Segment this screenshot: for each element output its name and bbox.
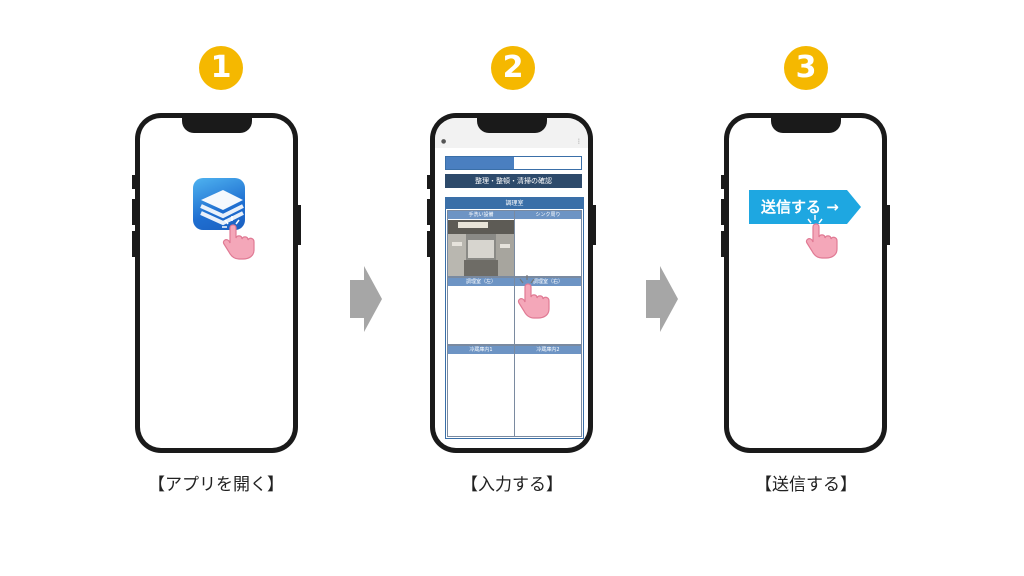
- photo-cell[interactable]: 冷蔵庫内2: [514, 345, 582, 437]
- phone-screen: ● ⋮ 整理・整頓・清掃の確認 調理室 手洗い設備: [435, 118, 588, 448]
- photo-cell[interactable]: 調理室（左）: [447, 277, 515, 345]
- step-caption: 【アプリを開く】: [148, 475, 284, 495]
- cell-label: 冷蔵庫内1: [448, 346, 514, 354]
- phone-notch: [770, 117, 841, 133]
- photo-cell[interactable]: シンク周り: [514, 210, 582, 277]
- step-number-badge: 3: [784, 46, 828, 90]
- phone-mockup: ● ⋮ 整理・整頓・清掃の確認 調理室 手洗い設備: [427, 113, 596, 453]
- tap-hand-icon: [805, 215, 838, 259]
- right-arrow-icon: [350, 266, 382, 332]
- section-title: 整理・整頓・清掃の確認: [445, 174, 582, 188]
- send-button-label: 送信する →: [761, 198, 839, 216]
- step-number-badge: 1: [199, 46, 243, 90]
- photo-cell[interactable]: 手洗い設備: [447, 210, 515, 277]
- phone-screen: 送信する →: [729, 118, 882, 448]
- phone-notch: [476, 117, 547, 133]
- right-arrow-icon: [646, 266, 678, 332]
- panel-title: 調理室: [446, 198, 583, 209]
- kitchen-photo: [448, 220, 514, 276]
- phone-notch: [181, 117, 252, 133]
- step-number-badge: 2: [491, 46, 535, 90]
- cell-label: 手洗い設備: [448, 211, 514, 219]
- step-caption: 【入力する】: [461, 475, 563, 495]
- photo-cell[interactable]: 冷蔵庫内1: [447, 345, 515, 437]
- form-tab-active[interactable]: [446, 157, 514, 169]
- phone-screen: [140, 118, 293, 448]
- send-button[interactable]: 送信する →: [749, 190, 861, 224]
- step-caption: 【送信する】: [755, 475, 857, 495]
- phone-mockup: [132, 113, 301, 453]
- tap-hand-icon: [222, 216, 255, 260]
- cell-label: シンク周り: [515, 211, 581, 219]
- cell-label: 調理室（右）: [515, 278, 581, 286]
- inspection-panel: 調理室 手洗い設備 シンク周り: [445, 197, 584, 439]
- cell-label: 調理室（左）: [448, 278, 514, 286]
- app-icon[interactable]: [193, 178, 245, 230]
- phone-mockup: 送信する →: [721, 113, 890, 453]
- tap-hand-icon: [517, 275, 550, 319]
- form-tabs[interactable]: [445, 156, 582, 170]
- cell-label: 冷蔵庫内2: [515, 346, 581, 354]
